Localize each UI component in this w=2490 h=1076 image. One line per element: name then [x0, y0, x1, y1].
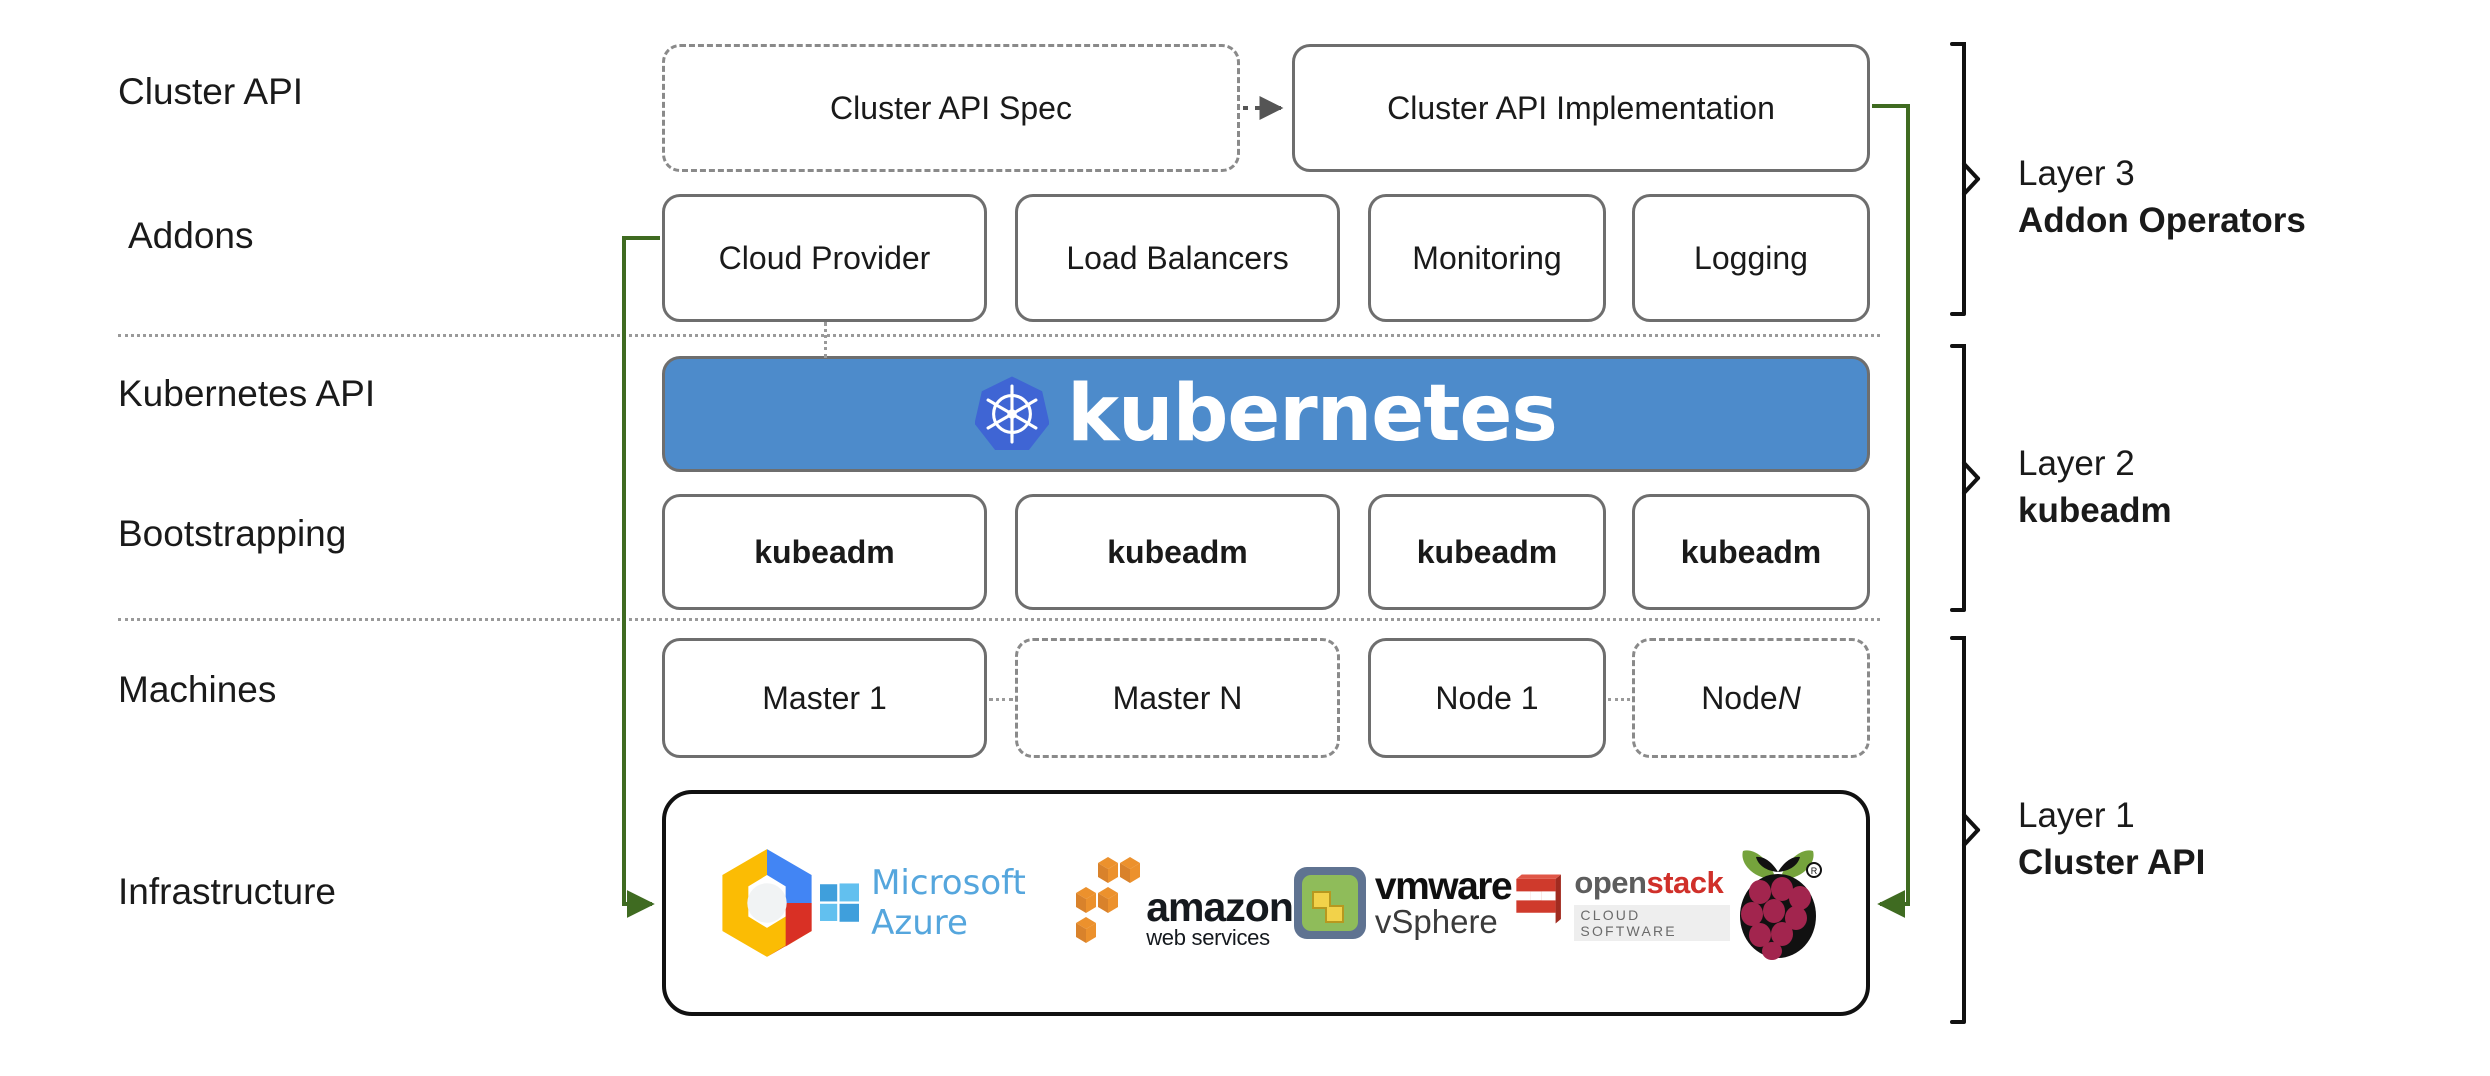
addon-box-logging[interactable]: Logging: [1632, 194, 1870, 322]
svg-text:R: R: [1811, 866, 1818, 876]
row-label-cluster-api: Cluster API: [118, 71, 304, 112]
cloud-provider-to-infrastructure-route: [622, 236, 660, 918]
layer-label-1-line1: Layer 1: [2018, 796, 2135, 835]
machine-label-node-1: Node 1: [1435, 679, 1539, 716]
row-label-addons: Addons: [128, 215, 254, 256]
machine-label-master-1: Master 1: [762, 679, 887, 716]
addon-box-load-balancers[interactable]: Load Balancers: [1015, 194, 1340, 322]
kubernetes-banner: kubernetes: [662, 356, 1870, 472]
row-label-kubernetes-api: Kubernetes API: [118, 373, 376, 414]
kubernetes-helm-icon: [975, 376, 1050, 451]
addon-box-cloud-provider[interactable]: Cloud Provider: [662, 194, 987, 322]
layer-1-brace: [1950, 636, 1980, 1024]
layer-2-brace: [1950, 344, 1980, 612]
machine-box-node-n[interactable]: Node N: [1632, 638, 1870, 758]
vmware-wordmark: vmware: [1374, 864, 1513, 908]
layer-label-2: Layer 2 kubeadm: [2018, 440, 2172, 534]
addon-label-load-balancers: Load Balancers: [1066, 239, 1289, 276]
layer-separator-top: [118, 334, 1880, 337]
cloud-provider-to-kubernetes-connector: [824, 322, 827, 358]
raspberry-pi-icon: R: [1740, 850, 1822, 960]
infrastructure-box[interactable]: [662, 790, 1870, 1016]
cluster-api-implementation-label: Cluster API Implementation: [1387, 89, 1775, 126]
addon-label-monitoring: Monitoring: [1412, 239, 1562, 276]
vmware-vsphere-logo: vmware vSphere: [1293, 864, 1513, 941]
layer-separator-bottom: [118, 618, 1880, 621]
google-cloud-platform-logo: [714, 847, 820, 959]
cluster-api-implementation-box[interactable]: Cluster API Implementation: [1292, 44, 1870, 172]
machine-label-node-n: Node: [1701, 679, 1778, 716]
amazon-web-services-sublabel: web services: [1146, 925, 1270, 950]
aws-boxes-icon: [1076, 857, 1141, 943]
machine-label-master-n: Master N: [1112, 679, 1243, 716]
openstack-sublabel: CLOUD SOFTWARE: [1574, 905, 1730, 941]
openstack-wordmark-stack: stack: [1646, 865, 1724, 900]
bootstrap-box-3[interactable]: kubeadm: [1368, 494, 1606, 610]
vsphere-icon: [1293, 867, 1366, 939]
layer-label-3: Layer 3 Addon Operators: [2018, 150, 2306, 244]
layer-label-3-line2: Addon Operators: [2018, 201, 2306, 240]
vsphere-sublabel: vSphere: [1374, 903, 1498, 941]
machine-box-master-n[interactable]: Master N: [1015, 638, 1340, 758]
machine-box-master-1[interactable]: Master 1: [662, 638, 987, 758]
machine-box-node-1[interactable]: Node 1: [1368, 638, 1606, 758]
microsoft-azure-logo: Microsoft Azure: [820, 863, 1076, 943]
bootstrap-box-2[interactable]: kubeadm: [1015, 494, 1340, 610]
row-label-bootstrapping: Bootstrapping: [118, 513, 347, 554]
bootstrap-label-3: kubeadm: [1416, 533, 1558, 570]
addon-label-cloud-provider: Cloud Provider: [718, 239, 931, 276]
bootstrap-box-4[interactable]: kubeadm: [1632, 494, 1870, 610]
layer-3-brace: [1950, 42, 1980, 316]
layer-label-1: Layer 1 Cluster API: [2018, 792, 2205, 886]
infrastructure-provider-logos: Microsoft Azure: [690, 840, 1850, 966]
layer-label-2-line1: Layer 2: [2018, 444, 2135, 483]
machine-ellipsis-master: [989, 698, 1013, 701]
microsoft-windows-icon: [820, 883, 860, 922]
machine-ellipsis-node: [1608, 698, 1630, 701]
layer-label-3-line1: Layer 3: [2018, 154, 2135, 193]
bootstrap-label-1: kubeadm: [754, 533, 895, 570]
amazon-wordmark: amazon: [1146, 884, 1294, 931]
row-label-machines: Machines: [118, 669, 277, 710]
amazon-web-services-logo: amazon web services: [1076, 857, 1294, 950]
row-label-infrastructure: Infrastructure: [118, 871, 336, 912]
openstack-icon: [1516, 874, 1562, 924]
layer-label-2-line2: kubeadm: [2018, 491, 2172, 530]
implementation-to-infrastructure-route: [1872, 104, 1910, 918]
raspberry-pi-logo: R: [1730, 844, 1826, 962]
bootstrap-box-1[interactable]: kubeadm: [662, 494, 987, 610]
addon-label-logging: Logging: [1694, 239, 1808, 276]
layer-label-1-line2: Cluster API: [2018, 843, 2206, 882]
cluster-api-spec-box[interactable]: Cluster API Spec: [662, 44, 1240, 172]
openstack-wordmark-open: open: [1574, 865, 1647, 900]
kubernetes-wordmark: kubernetes: [1067, 369, 1558, 459]
bootstrap-label-2: kubeadm: [1107, 533, 1248, 570]
addon-box-monitoring[interactable]: Monitoring: [1368, 194, 1606, 322]
machine-label-node-n-italic: N: [1777, 679, 1801, 716]
microsoft-azure-label: Microsoft Azure: [871, 863, 1026, 943]
cluster-api-spec-label: Cluster API Spec: [830, 89, 1072, 126]
openstack-logo: open stack CLOUD SOFTWARE: [1511, 865, 1730, 941]
bootstrap-label-4: kubeadm: [1680, 533, 1822, 570]
